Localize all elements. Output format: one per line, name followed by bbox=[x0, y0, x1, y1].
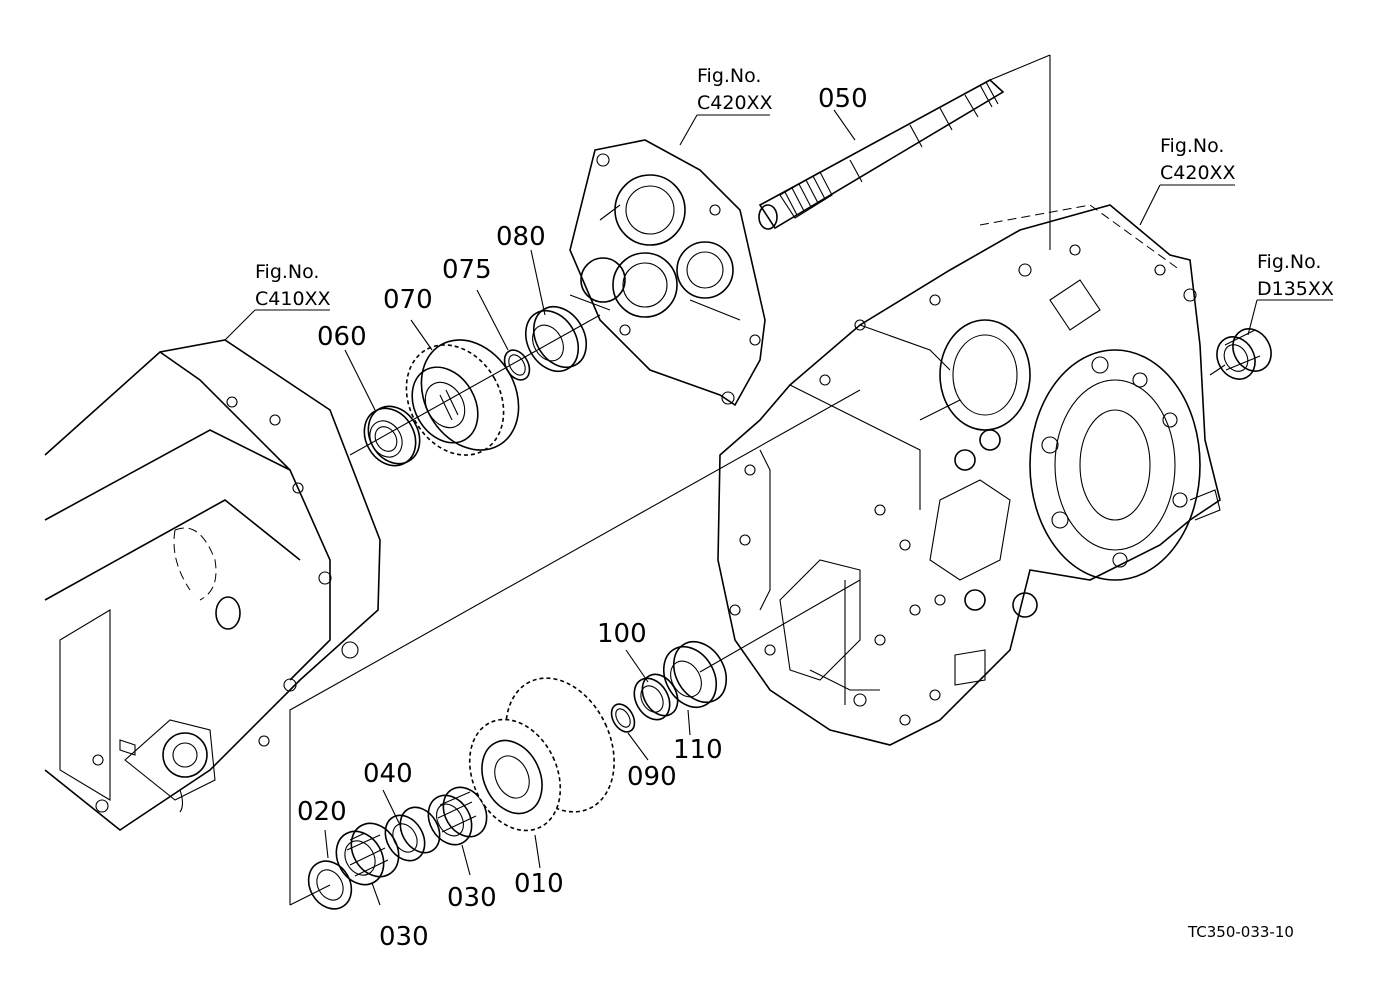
callout-060: 060 bbox=[317, 322, 367, 352]
figure-ref-main-case: Fig.No. C420XX bbox=[1160, 135, 1236, 184]
part-010-double-gear bbox=[468, 677, 615, 832]
figure-ref-bushing: Fig.No. D135XX bbox=[1257, 251, 1334, 300]
part-callouts: 050 080 075 070 060 100 110 090 040 020 … bbox=[297, 84, 868, 952]
callout-050: 050 bbox=[818, 84, 868, 114]
part-030-needle-bearing-upper bbox=[427, 786, 488, 846]
callout-010: 010 bbox=[514, 869, 564, 899]
figure-ref-code: C420XX bbox=[1160, 162, 1236, 184]
callout-020: 020 bbox=[297, 797, 347, 827]
part-040-collar bbox=[384, 806, 441, 862]
center-cover-plate bbox=[569, 139, 766, 407]
figure-ref-label: Fig.No. bbox=[255, 261, 319, 283]
callout-030-lower: 030 bbox=[379, 922, 429, 952]
figure-ref-label: Fig.No. bbox=[1160, 135, 1224, 157]
figure-ref-code: C420XX bbox=[697, 92, 773, 114]
left-transmission-housing bbox=[44, 339, 381, 831]
part-030-needle-bearing-lower bbox=[335, 822, 400, 886]
d135-bushing bbox=[1216, 328, 1272, 380]
part-090-snap-ring bbox=[610, 703, 636, 733]
part-020-seal bbox=[307, 860, 353, 910]
assembly-axis-lines bbox=[289, 54, 1226, 906]
callout-090: 090 bbox=[627, 762, 677, 792]
drawing-code: TC350-033-10 bbox=[1187, 923, 1294, 941]
part-050-shaft bbox=[758, 79, 1005, 230]
figure-ref-left-housing: Fig.No. C410XX bbox=[255, 261, 331, 310]
callout-110: 110 bbox=[673, 735, 723, 765]
part-060-bearing bbox=[363, 405, 421, 467]
callout-100: 100 bbox=[597, 619, 647, 649]
right-main-case bbox=[717, 204, 1221, 746]
part-100-collar bbox=[633, 673, 679, 721]
callout-070: 070 bbox=[383, 285, 433, 315]
part-070-gear bbox=[405, 339, 520, 456]
figure-ref-code: D135XX bbox=[1257, 278, 1334, 300]
callout-030-upper: 030 bbox=[447, 883, 497, 913]
figure-ref-center-cover: Fig.No. C420XX bbox=[697, 65, 773, 114]
callout-040: 040 bbox=[363, 759, 413, 789]
leader-lines bbox=[224, 109, 1333, 906]
figure-ref-label: Fig.No. bbox=[697, 65, 761, 87]
figure-ref-label: Fig.No. bbox=[1257, 251, 1321, 273]
part-075-snap-ring bbox=[503, 349, 531, 381]
callout-080: 080 bbox=[496, 222, 546, 252]
callout-075: 075 bbox=[442, 255, 492, 285]
part-080-bearing bbox=[524, 306, 588, 372]
figure-ref-code: C410XX bbox=[255, 288, 331, 310]
